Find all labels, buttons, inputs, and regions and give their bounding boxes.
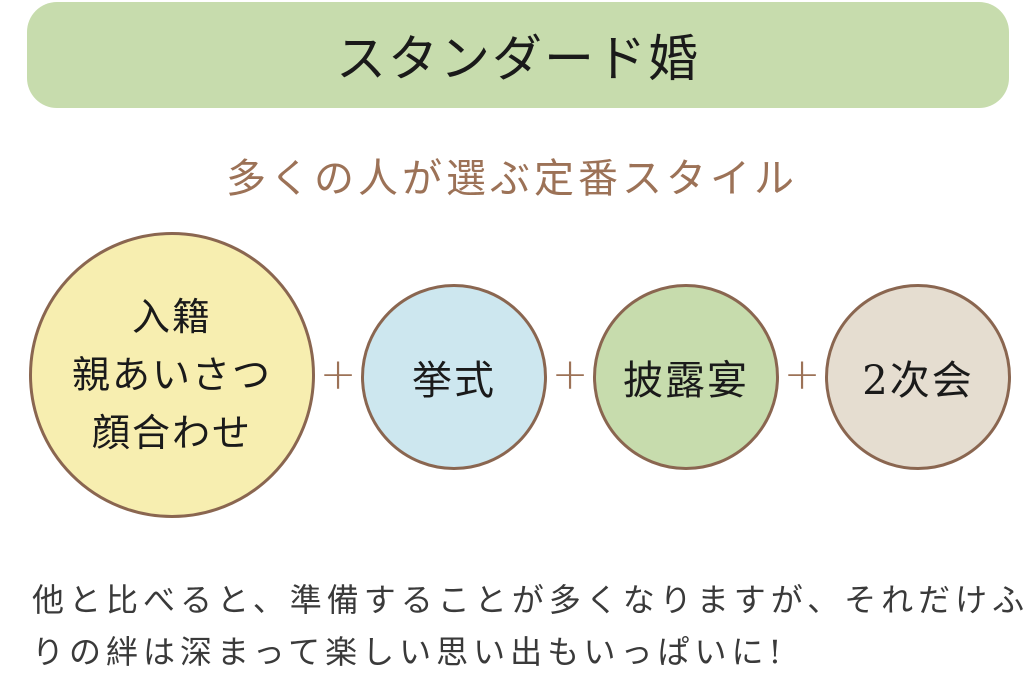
description-text: 他と比べると、準備することが多くなりますが、それだけふた りの絆は深まって楽しい… <box>32 574 1024 678</box>
circle-ceremony: 挙式 <box>361 284 547 470</box>
description-line-1: 他と比べると、準備することが多くなりますが、それだけふた <box>32 581 1024 619</box>
title-banner: スタンダード婚 <box>27 2 1009 108</box>
plus-sign: + <box>783 349 821 400</box>
circle-1-line-1: 入籍 <box>131 295 212 339</box>
circle-2-label: 挙式 <box>412 358 496 404</box>
page-title: スタンダード婚 <box>336 30 700 88</box>
plus-sign: + <box>551 349 589 400</box>
circle-3-label: 披露宴 <box>623 358 749 404</box>
plus-sign: + <box>319 349 357 400</box>
circle-4-label: 2次会 <box>862 358 974 404</box>
circle-reception: 披露宴 <box>593 284 779 470</box>
circle-after-party: 2次会 <box>825 284 1011 470</box>
subtitle: 多くの人が選ぶ定番スタイル <box>226 156 798 202</box>
circle-1-line-3: 顔合わせ <box>91 411 252 455</box>
circle-1-line-2: 親あいさつ <box>71 353 272 397</box>
description-line-2: りの絆は深まって楽しい思い出もいっぱいに! <box>32 633 787 671</box>
circle-registration-greeting-meeting: 入籍 親あいさつ 顔合わせ <box>29 232 315 518</box>
